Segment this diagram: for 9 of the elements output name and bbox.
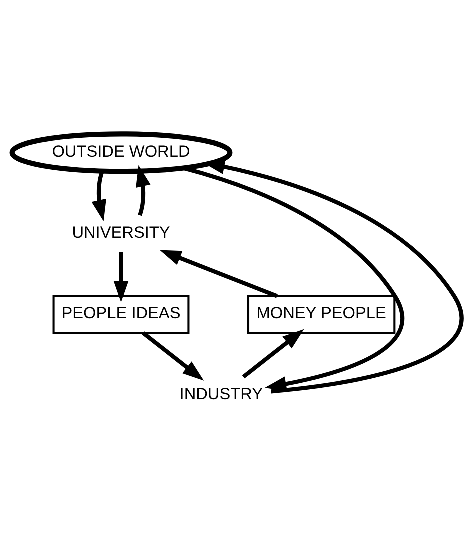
node-box: MONEY PEOPLE: [247, 294, 396, 334]
node-text: INDUSTRY: [180, 384, 264, 403]
arrow: [114, 252, 129, 302]
node-text: UNIVERSITY: [72, 223, 170, 242]
arrow: [142, 331, 204, 380]
node-box: PEOPLE IDEAS: [52, 294, 190, 334]
arrow: [160, 250, 278, 298]
arrow: [242, 328, 304, 378]
arrow: [136, 164, 151, 216]
